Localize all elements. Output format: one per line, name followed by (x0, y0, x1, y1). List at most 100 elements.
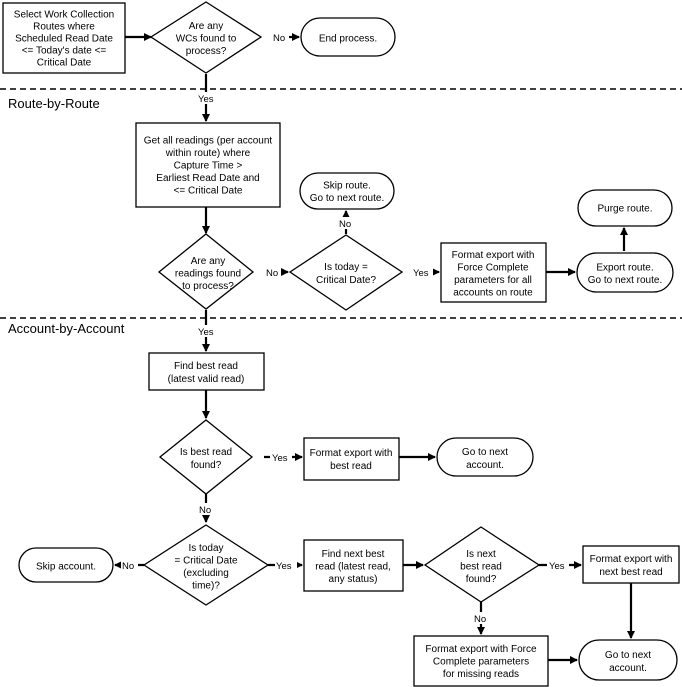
edge-label-no: No (122, 561, 134, 572)
node-text-line: Is next (466, 549, 496, 560)
node-text-line: Is today = (324, 262, 368, 273)
edge-label-yes: Yes (198, 94, 214, 105)
node-text-line: best read (330, 461, 372, 472)
svg-text:Skip account.: Skip account. (36, 562, 96, 573)
node-text-line: to process? (182, 281, 234, 292)
edge-label-no: No (273, 33, 285, 44)
node-text-line: readings found (175, 269, 241, 280)
section-title-route: Route-by-Route (8, 96, 100, 111)
node-text-line: Go to next (605, 650, 651, 661)
node-find-next-best: Find next best read (latest read,any stat… (303, 539, 404, 592)
node-text-line: WCs found to (176, 34, 237, 45)
node-text-line: process? (186, 46, 227, 57)
terminal-skip-account: Skip account. (18, 547, 114, 583)
node-text-line: Critical Date (37, 58, 92, 69)
node-format-next-best: Format export with next best read (582, 545, 680, 584)
node-find-best: Find best read(latest valid read) (148, 352, 265, 391)
node-text-line: Are any (189, 21, 223, 32)
terminal-export-route: Export route. Go to next route. (576, 252, 674, 293)
node-text-line: best read (460, 562, 502, 573)
node-text-line: Go to next route. (310, 193, 385, 204)
node-text-line: (latest valid read) (168, 374, 245, 385)
edge-label-yes: Yes (413, 268, 429, 279)
terminal-next-account-2: Go to next account. (578, 639, 678, 681)
svg-text:End process.: End process. (319, 34, 377, 45)
node-text-line: Skip route. (323, 180, 371, 191)
node-text-line: Capture Time > (174, 161, 243, 172)
node-text-line: Force Complete (457, 262, 529, 273)
terminal-skip-route: Skip route. Go to next route. (299, 172, 395, 210)
node-text-line: for missing reads (443, 669, 519, 680)
edge-label-yes: Yes (549, 561, 565, 572)
node-text-line: Get all readings (per account (144, 136, 273, 147)
node-text-line: Scheduled Read Date (15, 34, 113, 45)
node-text-line: Routes where (33, 22, 95, 33)
node-text-line: Are any (191, 256, 225, 267)
decision-best-found: Is best read found? (158, 419, 254, 495)
node-text-line: Earliest Read Date and (156, 173, 259, 184)
node-text-line: Format export with (452, 250, 535, 261)
node-text-line: Critical Date? (316, 275, 376, 286)
node-text-line: <= Critical Date (174, 186, 243, 197)
node-text-line: Is best read (180, 447, 232, 458)
node-text-line: Purge route. (597, 204, 652, 215)
node-text-line: any status) (329, 574, 378, 585)
node-text-line: next best read (599, 567, 662, 578)
node-text-line: found? (191, 460, 222, 471)
terminal-purge-route: Purge route. (577, 189, 673, 227)
node-text-line: account. (466, 460, 504, 471)
node-text-line: Go to next route. (588, 275, 663, 286)
svg-text:Skip route.Go to next route.: Skip route. Go to next route. (310, 180, 385, 204)
edge-label-no: No (199, 505, 211, 516)
section-title-account: Account-by-Account (8, 321, 125, 336)
node-text-line: Format export with (310, 448, 393, 459)
node-text-line: Select Work Collection (14, 10, 114, 21)
node-text-line: Export route. (596, 262, 653, 273)
edge-label-yes: Yes (272, 453, 288, 464)
edge-labels: No Yes No No Yes Yes Yes No No Yes Yes N… (121, 31, 569, 625)
node-text-line: Complete parameters (433, 657, 529, 668)
node-text-line: Go to next (462, 447, 508, 458)
node-text-line: End process. (319, 34, 377, 45)
node-text-line: <= Today's date <= (22, 46, 107, 57)
svg-text:Find best read(latest valid re: Find best read(latest valid read) (168, 361, 245, 385)
node-text-line: Format export with (590, 554, 673, 565)
node-text-line: account. (609, 663, 647, 674)
edge-label-no: No (266, 268, 278, 279)
terminal-next-account-1: Go to next account. (436, 437, 534, 477)
node-text-line: Find next best (322, 549, 385, 560)
node-format-best: Format export with best read (303, 437, 400, 481)
node-text-line: Skip account. (36, 562, 96, 573)
svg-text:Purge route.: Purge route. (597, 204, 652, 215)
node-text-line: read (latest read, (315, 562, 391, 573)
decision-today-critical: Is today = Critical Date? (288, 234, 404, 311)
terminal-end-process: End process. (300, 17, 396, 57)
svg-text:Export route.Go to next route.: Export route. Go to next route. (588, 262, 663, 286)
node-text-line: accounts on route (453, 287, 533, 298)
node-text-line: found? (466, 574, 497, 585)
node-text-line: Format export with Force (425, 644, 537, 655)
svg-text:Is today =Critical Date?: Is today = Critical Date? (316, 262, 376, 286)
edge-label-yes: Yes (276, 561, 292, 572)
